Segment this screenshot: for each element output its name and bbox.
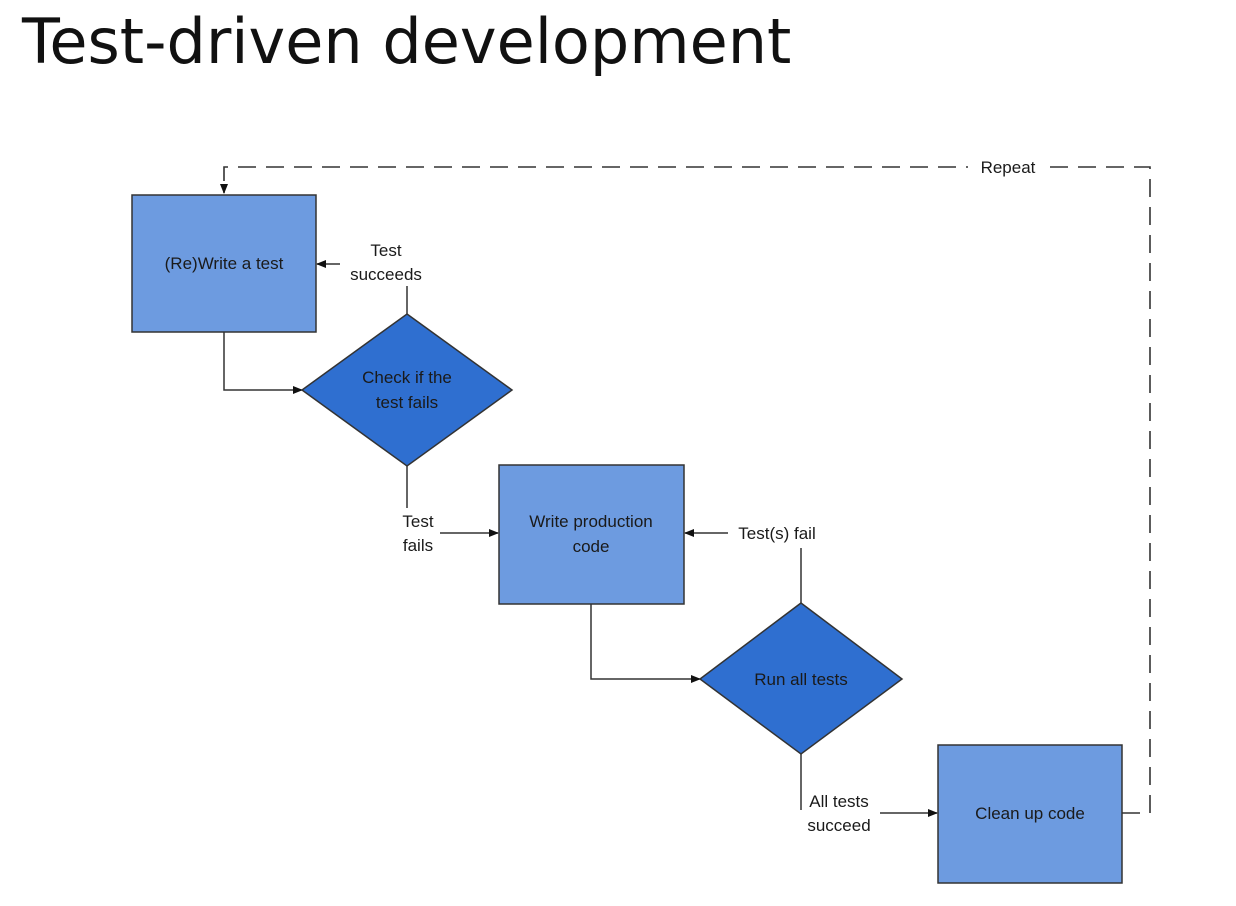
repeat-loop-line bbox=[220, 166, 1151, 814]
edge-tests-fail-label: Test(s) fail bbox=[738, 524, 815, 543]
edge-test-succeeds-line1: Test bbox=[370, 241, 401, 260]
edge-code-to-run bbox=[590, 604, 701, 683]
node-check-fails-line2: test fails bbox=[376, 393, 438, 412]
node-write-code-line2: code bbox=[573, 537, 610, 556]
node-run-tests-label: Run all tests bbox=[754, 670, 848, 689]
node-run-tests: Run all tests bbox=[698, 602, 904, 755]
node-check-fails-line1: Check if the bbox=[362, 368, 452, 387]
edge-all-succeed-line2: succeed bbox=[807, 816, 870, 835]
node-clean-up: Clean up code bbox=[937, 744, 1123, 884]
node-clean-up-label: Clean up code bbox=[975, 804, 1085, 823]
node-write-code-line1: Write production bbox=[529, 512, 652, 531]
slide-title: Test-driven development bbox=[22, 5, 792, 78]
edge-test-succeeds-line2: succeeds bbox=[350, 265, 422, 284]
node-write-code: Write production code bbox=[498, 464, 685, 605]
edge-all-succeed-line1: All tests bbox=[809, 792, 869, 811]
repeat-label-bg bbox=[968, 155, 1048, 179]
node-check-fails: Check if the test fails bbox=[300, 313, 514, 467]
node-write-test-label: (Re)Write a test bbox=[165, 254, 284, 273]
edge-test-fails-line1: Test bbox=[402, 512, 433, 531]
repeat-label: Repeat bbox=[981, 158, 1036, 177]
node-write-test: (Re)Write a test bbox=[131, 194, 317, 333]
edge-write-to-check bbox=[223, 332, 303, 394]
edge-test-fails-line2: fails bbox=[403, 536, 433, 555]
